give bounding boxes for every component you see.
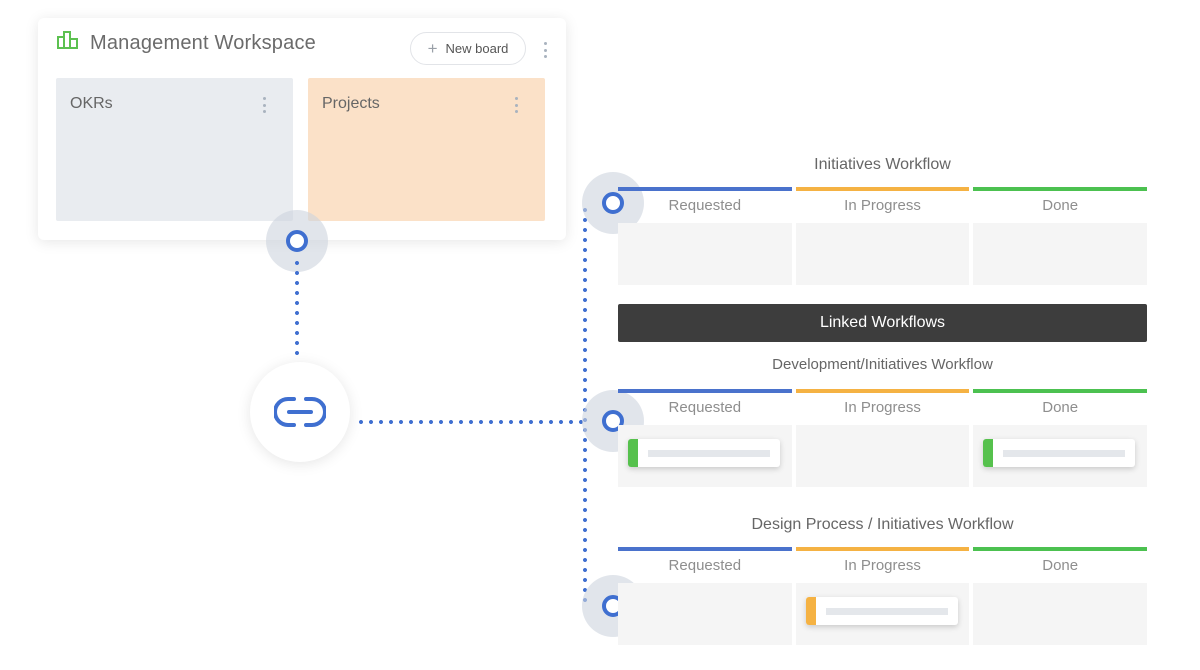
column-cell [973, 583, 1148, 645]
workflow-board: Requested In Progress Done [618, 389, 1148, 487]
column-in-progress: In Progress [795, 389, 970, 487]
column-in-progress: In Progress [795, 547, 970, 645]
dotted-connector [295, 258, 299, 358]
board-chart-icon [57, 31, 78, 49]
column-label: Requested [668, 399, 742, 416]
column-cell [795, 223, 970, 285]
column-done: Done [973, 547, 1148, 645]
board-title: OKRs [70, 95, 113, 112]
column-label: In Progress [844, 399, 921, 416]
workflow-title: Initiatives Workflow [814, 156, 951, 173]
column-label: Requested [668, 557, 742, 574]
column-cell [973, 425, 1148, 487]
workflow-title: Development/Initiatives Workflow [772, 356, 993, 373]
board-title: Projects [322, 95, 380, 112]
workflow-node [602, 192, 624, 214]
column-done: Done [973, 187, 1148, 285]
board-more-icon[interactable] [513, 97, 519, 113]
new-board-label: New board [445, 41, 509, 56]
column-cell [618, 583, 792, 645]
column-cell [618, 425, 792, 487]
board-projects[interactable]: Projects [308, 78, 545, 221]
task-card[interactable] [805, 597, 958, 625]
task-card[interactable] [628, 439, 780, 467]
workflow-board: Requested In Progress Done [618, 547, 1148, 645]
column-requested: Requested [618, 547, 792, 645]
workspace-title: Management Workspace [90, 32, 316, 54]
workspace-card: Management Workspace + New board OKRs Pr… [38, 18, 566, 240]
dotted-connector [356, 420, 586, 424]
column-label: In Progress [844, 557, 921, 574]
new-board-button[interactable]: + New board [410, 32, 526, 65]
column-requested: Requested [618, 389, 792, 487]
column-cell [973, 223, 1148, 285]
task-card[interactable] [983, 439, 1136, 467]
column-label: Done [1042, 557, 1079, 574]
column-label: In Progress [844, 197, 921, 214]
link-icon [274, 397, 326, 427]
column-cell [795, 425, 970, 487]
plus-icon: + [427, 39, 438, 58]
linked-workflows-banner: Linked Workflows [618, 304, 1147, 342]
column-in-progress: In Progress [795, 187, 970, 285]
column-label: Done [1042, 197, 1079, 214]
column-requested: Requested [618, 187, 792, 285]
board-okrs[interactable]: OKRs [56, 78, 293, 221]
connector-node [286, 230, 308, 252]
column-done: Done [973, 389, 1148, 487]
workflow-title: Design Process / Initiatives Workflow [751, 516, 1014, 533]
column-label: Done [1042, 399, 1079, 416]
column-cell [795, 583, 970, 645]
column-cell [618, 223, 792, 285]
workflow-board: Requested In Progress Done [618, 187, 1148, 285]
link-node [250, 362, 350, 462]
workspace-more-icon[interactable] [542, 42, 548, 58]
column-label: Requested [668, 197, 742, 214]
board-more-icon[interactable] [261, 97, 267, 113]
